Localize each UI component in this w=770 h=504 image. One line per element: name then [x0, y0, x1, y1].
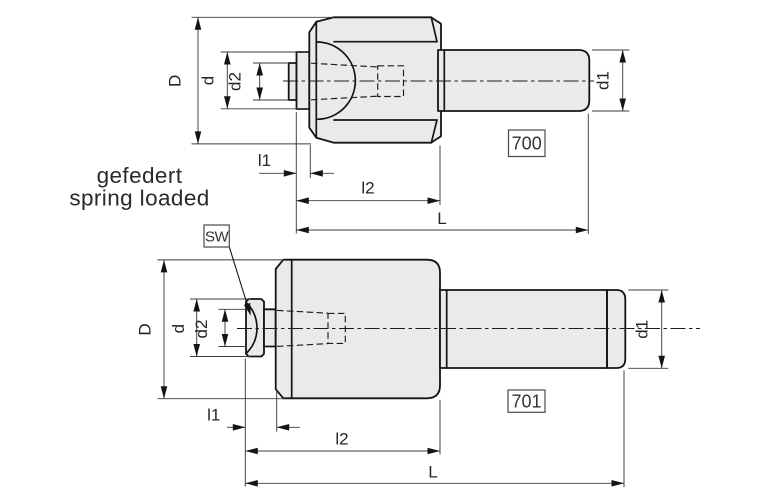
dim-label-D: D [166, 75, 185, 87]
leader-line [228, 246, 250, 310]
hex-body [308, 16, 442, 144]
dimension-d1-700: d1 [592, 49, 630, 112]
dim-label-L: L [428, 463, 437, 482]
caption: gefedert spring loaded [69, 163, 209, 211]
dimension-d-701: d [169, 298, 251, 357]
dimension-l1-701: l1 [207, 358, 300, 487]
dim-label-d: d [199, 76, 218, 85]
shaft-end-cap [606, 289, 627, 369]
part-number-700: 700 [512, 134, 542, 154]
dim-label-l1: l1 [207, 406, 220, 425]
dim-label-d: d [169, 324, 188, 333]
dim-label-D: D [136, 323, 155, 335]
dim-label-L: L [437, 209, 446, 228]
dimension-D-700: D [166, 16, 334, 145]
wrench-size-label: SW [205, 229, 230, 246]
wrench-size-callout: SW [203, 224, 254, 317]
dim-label-l2: l2 [335, 430, 348, 449]
dim-label-d1: d1 [633, 320, 652, 339]
hidden-bore-701 [276, 309, 346, 347]
caption-german: gefedert [97, 163, 183, 188]
dimension-l1-700: l1 [258, 112, 334, 234]
dimension-d1-701: d1 [628, 289, 669, 369]
part-shapes-700 [287, 16, 591, 144]
dimension-L-700: L [296, 113, 589, 234]
view-701: D d d2 d1 l1 [136, 224, 700, 487]
dimension-l2-701: l2 [245, 399, 441, 455]
dimension-d2-700: d2 [226, 62, 290, 101]
part-number-badge-701: 701 [507, 389, 546, 413]
pin-neck [263, 308, 277, 348]
dimension-d-700: d [199, 51, 308, 110]
caption-english: spring loaded [69, 186, 209, 211]
dimension-d2-701: d2 [192, 308, 247, 347]
dim-label-d2: d2 [192, 320, 211, 339]
dim-label-d1: d1 [594, 71, 613, 90]
dim-label-d2: d2 [226, 72, 245, 91]
dimension-L-701: L [245, 370, 625, 487]
part-number-701: 701 [511, 391, 541, 411]
dim-label-l1: l1 [258, 151, 271, 170]
view-700: D d d2 d1 l1 [166, 16, 630, 234]
dimension-D-701: D [136, 259, 285, 400]
dimension-l2-700: l2 [296, 145, 441, 205]
hidden-bore-700 [310, 62, 405, 101]
part-number-badge-700: 700 [507, 129, 546, 158]
dim-label-l2: l2 [361, 179, 374, 198]
hex-body-edges [315, 16, 446, 144]
